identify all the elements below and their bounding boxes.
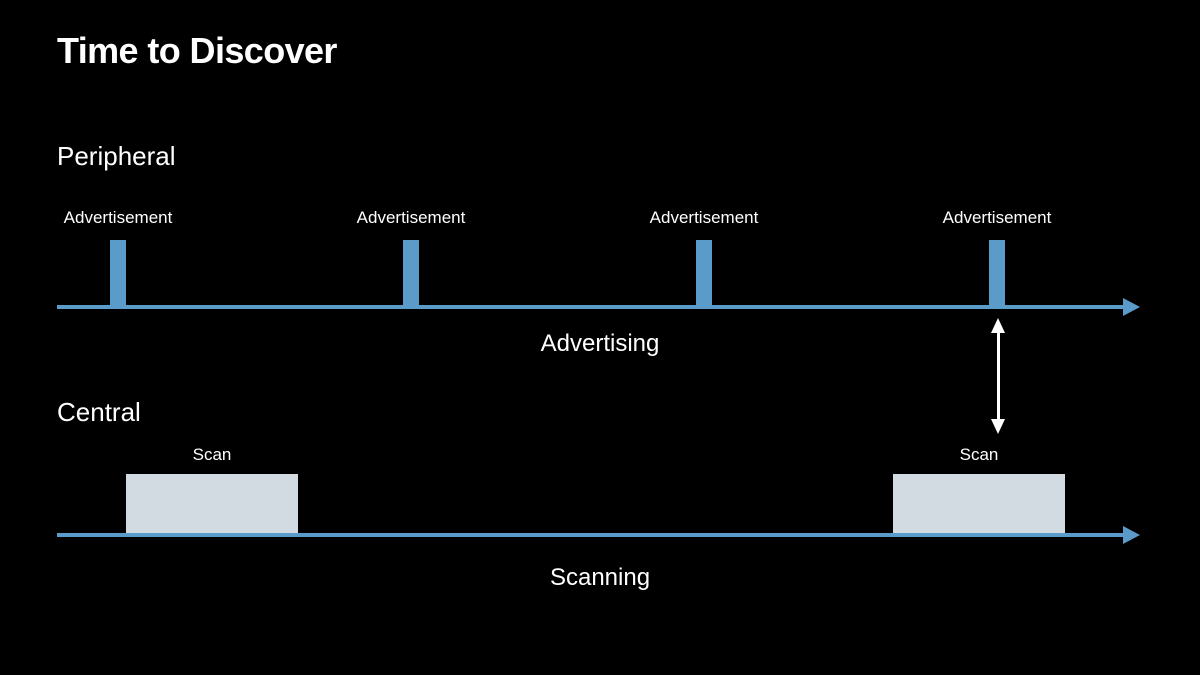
scan-label-1: Scan bbox=[192, 445, 232, 464]
advertising-axis-caption: Advertising bbox=[540, 330, 660, 357]
scan-window-2 bbox=[893, 474, 1065, 537]
scanning-timeline-axis bbox=[57, 533, 1125, 537]
scanning-axis-arrow-icon bbox=[1123, 526, 1140, 544]
advertisement-pulse-2 bbox=[403, 240, 419, 306]
central-section-heading: Central bbox=[57, 397, 141, 427]
advertisement-label-2: Advertisement bbox=[356, 208, 466, 227]
advertisement-pulse-1 bbox=[110, 240, 126, 306]
scan-window-1 bbox=[126, 474, 298, 537]
advertisement-pulse-3 bbox=[696, 240, 712, 306]
advertisement-pulse-4 bbox=[989, 240, 1005, 306]
advertisement-label-3: Advertisement bbox=[649, 208, 759, 227]
arrow-head-down-icon bbox=[991, 419, 1005, 434]
peripheral-section-heading: Peripheral bbox=[57, 141, 176, 171]
advertising-axis-arrow-icon bbox=[1123, 298, 1140, 316]
arrow-shaft bbox=[997, 328, 1000, 424]
scan-label-2: Scan bbox=[959, 445, 999, 464]
arrow-head-up-icon bbox=[991, 318, 1005, 333]
advertisement-label-4: Advertisement bbox=[942, 208, 1052, 227]
advertisement-label-1: Advertisement bbox=[63, 208, 173, 227]
discovery-latency-double-arrow-icon bbox=[989, 318, 1007, 434]
scanning-axis-caption: Scanning bbox=[549, 564, 651, 591]
advertising-timeline-axis bbox=[57, 305, 1125, 309]
page-title: Time to Discover bbox=[57, 30, 337, 71]
